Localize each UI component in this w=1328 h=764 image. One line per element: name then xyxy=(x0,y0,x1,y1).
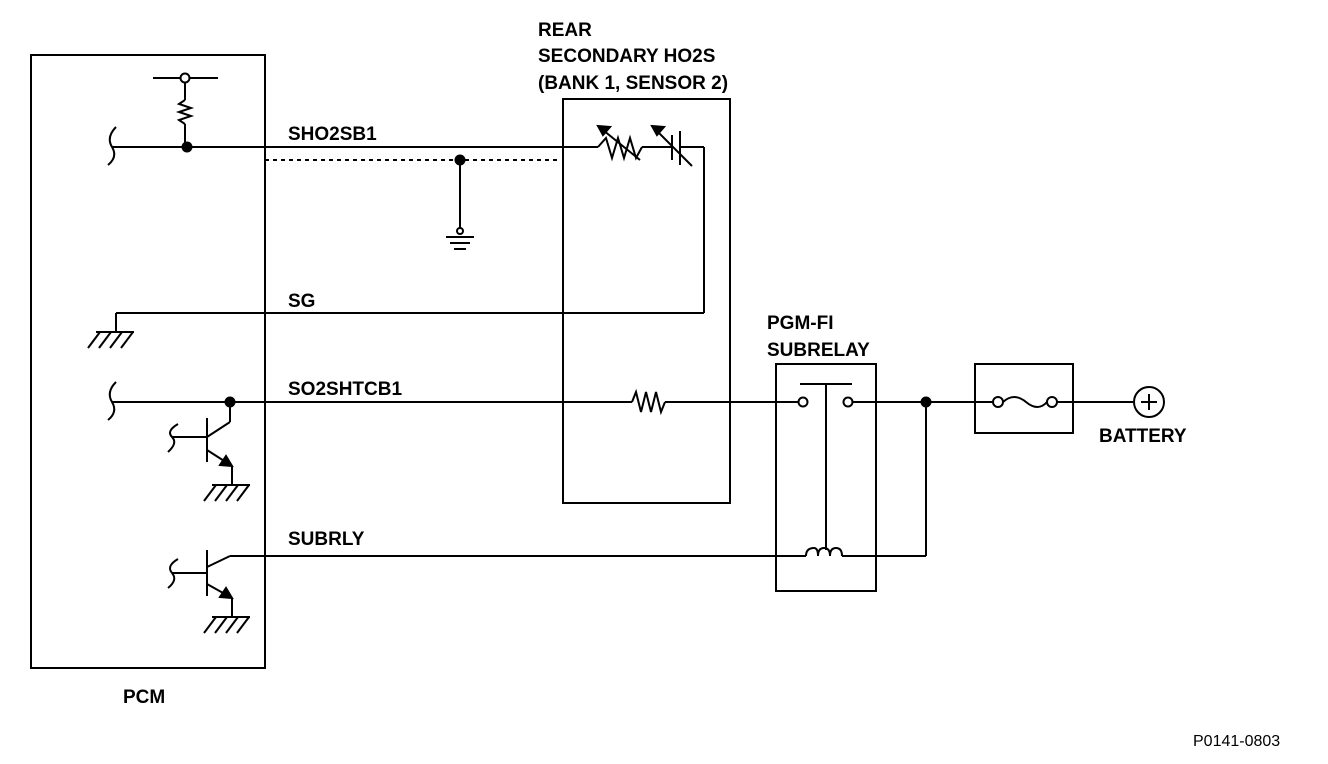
sensor-box xyxy=(562,98,731,504)
sensor-title-line2: SECONDARY HO2S xyxy=(538,46,715,67)
sensor-title-line3: (BANK 1, SENSOR 2) xyxy=(538,73,728,94)
so2shtcb1-circuit xyxy=(107,381,798,502)
subrly-circuit xyxy=(167,550,806,634)
pullup-terminal xyxy=(179,72,191,84)
junction-heater xyxy=(224,396,236,408)
fuse-box xyxy=(974,363,1074,434)
pcm-box xyxy=(30,54,266,669)
sg-circuit xyxy=(87,312,704,349)
sensor-title-line1: REAR xyxy=(538,20,592,41)
relay-coil xyxy=(805,546,843,557)
relay-title-line1: PGM-FI xyxy=(767,313,834,334)
wire-label-sho2sb1: SHO2SB1 xyxy=(288,124,377,145)
wire-label-sg: SG xyxy=(288,291,315,312)
diagram-code: P0141-0803 xyxy=(1193,733,1280,750)
wire-label-subrly: SUBRLY xyxy=(288,529,365,550)
wire-label-so2shtcb1: SO2SHTCB1 xyxy=(288,379,402,400)
sho2sb1-circuit xyxy=(107,72,705,313)
fuse xyxy=(1002,396,1048,408)
battery-feed xyxy=(926,386,1165,418)
pullup-resistor xyxy=(175,99,195,125)
subrelay-box xyxy=(775,363,877,592)
battery-label: BATTERY xyxy=(1099,426,1187,447)
junction-pullup xyxy=(181,141,193,153)
junction-battery xyxy=(920,396,932,408)
junction-shield xyxy=(454,154,466,166)
relay-title-line2: SUBRELAY xyxy=(767,340,870,361)
pcm-label: PCM xyxy=(123,687,165,708)
subrelay-internals xyxy=(797,383,927,557)
heater-resistor xyxy=(631,388,666,416)
